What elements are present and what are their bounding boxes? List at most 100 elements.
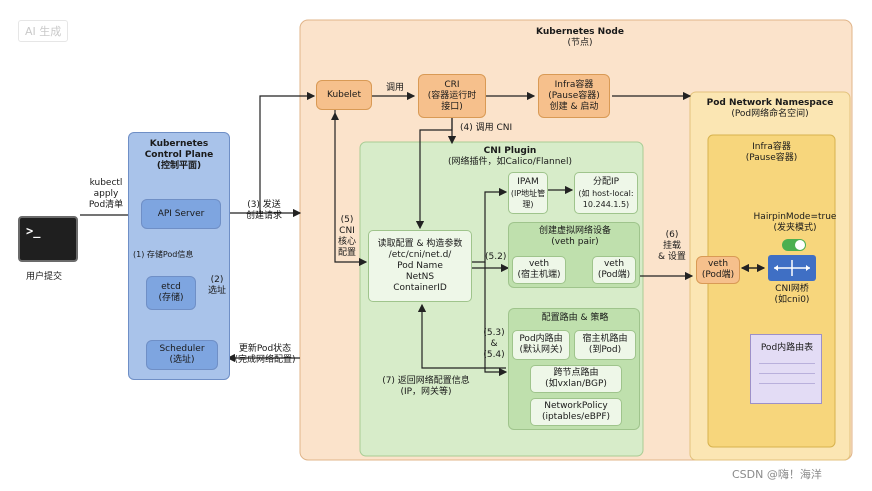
alloc-ip-box[interactable]: 分配IP (如 host-local: 10.244.1.5)	[574, 172, 638, 214]
update-status-label: 更新Pod状态 (完成网络配置)	[232, 344, 298, 366]
alloc-2: (如 host-local:	[578, 188, 634, 198]
kubectl-label: kubectl apply Pod清单	[84, 178, 128, 211]
infra-create-box[interactable]: Infra容器 (Pause容器) 创建 & 启动	[538, 74, 610, 118]
cross-node-1: 跨节点路由	[553, 368, 599, 378]
hairpin-2: (发夹模式)	[773, 223, 817, 233]
cni-config-1: (5)	[340, 215, 354, 225]
step-53-1: (5.3)	[483, 328, 505, 338]
network-policy-box[interactable]: NetworkPolicy (iptables/eBPF)	[530, 398, 622, 426]
scheduler-label: Scheduler	[159, 344, 205, 354]
return-config-label: (7) 返回网络配置信息 (IP，网关等)	[374, 376, 478, 398]
node-title-2: (节点)	[567, 38, 593, 48]
kubelet-label: Kubelet	[327, 89, 361, 100]
csdn-watermark: CSDN @嗨！海洋	[732, 468, 822, 481]
return-1: (7) 返回网络配置信息	[382, 376, 470, 386]
cross-node-route-box[interactable]: 跨节点路由 (如vxlan/BGP)	[530, 365, 622, 393]
pod-infra-1: Infra容器	[752, 142, 791, 152]
infra-line-1: Infra容器	[554, 79, 594, 90]
cri-box[interactable]: CRI (容器运行时 接口)	[418, 74, 486, 118]
mount-3: & 设置	[658, 252, 686, 262]
veth-title-1: 创建虚拟网络设备	[538, 226, 611, 236]
veth-host-box[interactable]: veth (宿主机端)	[512, 256, 566, 284]
route-table-line-2	[759, 373, 815, 374]
bridge-2: (如cni0)	[774, 295, 810, 305]
kubectl-line-1: kubectl	[89, 178, 123, 188]
veth-title-2: (veth pair)	[551, 237, 599, 247]
cri-line-1: CRI	[444, 79, 460, 90]
terminal-icon: >_	[18, 216, 78, 262]
cri-line-3: 接口)	[441, 101, 463, 112]
pod-route-box[interactable]: Pod内路由 (默认网关)	[512, 330, 570, 360]
cni-config-label: (5) CNI 核心 配置	[336, 215, 358, 259]
node-title-1: Kubernetes Node	[536, 27, 624, 37]
read-config-5: ContainerID	[393, 282, 447, 293]
kubectl-line-2: apply	[93, 189, 119, 199]
alloc-1: 分配IP	[592, 176, 620, 187]
control-plane-panel: Kubernetes Control Plane (控制平面)	[128, 132, 230, 380]
veth-pod-box[interactable]: veth (Pod端)	[592, 256, 636, 284]
cni-plugin-subtitle: (网络插件，如Calico/Flannel)	[448, 157, 572, 167]
mount-label: (6) 挂载 & 设置	[652, 230, 692, 263]
step-53-2: &	[490, 339, 498, 349]
return-2: (IP，网关等)	[400, 387, 452, 397]
pod-veth-1: veth	[707, 259, 729, 269]
hairpin-toggle[interactable]	[782, 239, 806, 251]
host-route-1: 宿主机路由	[582, 334, 628, 344]
read-config-box[interactable]: 读取配置 & 构造参数 /etc/cni/net.d/ Pod Name Net…	[368, 230, 472, 302]
route-table-label: Pod内路由表	[760, 343, 814, 353]
route-policy-title: 配置路由 & 策略	[541, 313, 609, 323]
pod-veth-box[interactable]: veth (Pod端)	[696, 256, 740, 284]
hairpin-toggle-knob	[795, 240, 805, 250]
cni-config-4: 配置	[337, 248, 356, 258]
scheduler-box[interactable]: Scheduler (选址)	[146, 340, 218, 370]
read-config-3: Pod Name	[397, 260, 443, 271]
netpol-2: (iptables/eBPF)	[541, 412, 611, 422]
ipam-2: (IP地址管	[510, 188, 546, 198]
read-config-4: NetNS	[405, 271, 435, 282]
select-label: (2) 选址	[205, 275, 229, 297]
bridge-icon	[768, 255, 816, 281]
infra-line-3: 创建 & 启动	[549, 101, 599, 112]
terminal-prompt: >_	[26, 224, 41, 238]
select-line-2: 选址	[207, 286, 226, 296]
route-table-box[interactable]: Pod内路由表	[750, 334, 822, 404]
scheduler-sub: (选址)	[169, 355, 195, 365]
cross-node-2: (如vxlan/BGP)	[545, 379, 607, 389]
read-config-2: /etc/cni/net.d/	[388, 249, 452, 260]
host-route-box[interactable]: 宿主机路由 (到Pod)	[574, 330, 636, 360]
ipam-1: IPAM	[517, 176, 539, 187]
pod-veth-2: (Pod端)	[701, 270, 735, 280]
api-server-box[interactable]: API Server	[141, 199, 221, 229]
api-server-label: API Server	[157, 208, 205, 219]
route-table-line-3	[759, 383, 815, 384]
step-52-label: (5.2)	[485, 252, 507, 262]
read-config-1: 读取配置 & 构造参数	[377, 238, 463, 249]
kubelet-box[interactable]: Kubelet	[316, 80, 372, 110]
route-table-line-1	[759, 363, 815, 364]
bridge-label: CNI网桥 (如cni0)	[756, 284, 828, 306]
bridge-arrows-icon	[774, 260, 810, 276]
step-53-label: (5.3) & (5.4)	[482, 328, 506, 361]
send-line-2: 创建请求	[245, 211, 282, 221]
ipam-box[interactable]: IPAM (IP地址管 理)	[508, 172, 548, 214]
host-route-2: (到Pod)	[588, 345, 622, 355]
step-53-3: (5.4)	[483, 350, 505, 360]
update-line-1: 更新Pod状态	[238, 344, 292, 354]
etcd-box[interactable]: etcd (存储)	[146, 276, 196, 310]
ai-watermark: AI 生成	[18, 20, 69, 42]
bridge-1: CNI网桥	[775, 284, 809, 294]
select-line-1: (2)	[210, 275, 224, 285]
call-cni-label: (4) 调用 CNI	[460, 123, 513, 133]
etcd-label: etcd	[161, 282, 181, 292]
hairpin-1: HairpinMode=true	[753, 212, 837, 222]
store-pod-label: (1) 存储Pod信息	[133, 250, 194, 259]
ipam-3: 理)	[522, 199, 534, 209]
user-submit-label: 用户提交	[26, 272, 63, 282]
veth-pair-title: 创建虚拟网络设备 (veth pair)	[509, 226, 641, 248]
etcd-sub: (存储)	[158, 293, 184, 303]
infra-line-2: (Pause容器)	[548, 90, 600, 101]
update-line-2: (完成网络配置)	[234, 355, 296, 365]
pod-route-2: (默认网关)	[519, 345, 563, 355]
netpol-1: NetworkPolicy	[544, 401, 608, 411]
veth-host-2: (宿主机端)	[517, 270, 561, 280]
